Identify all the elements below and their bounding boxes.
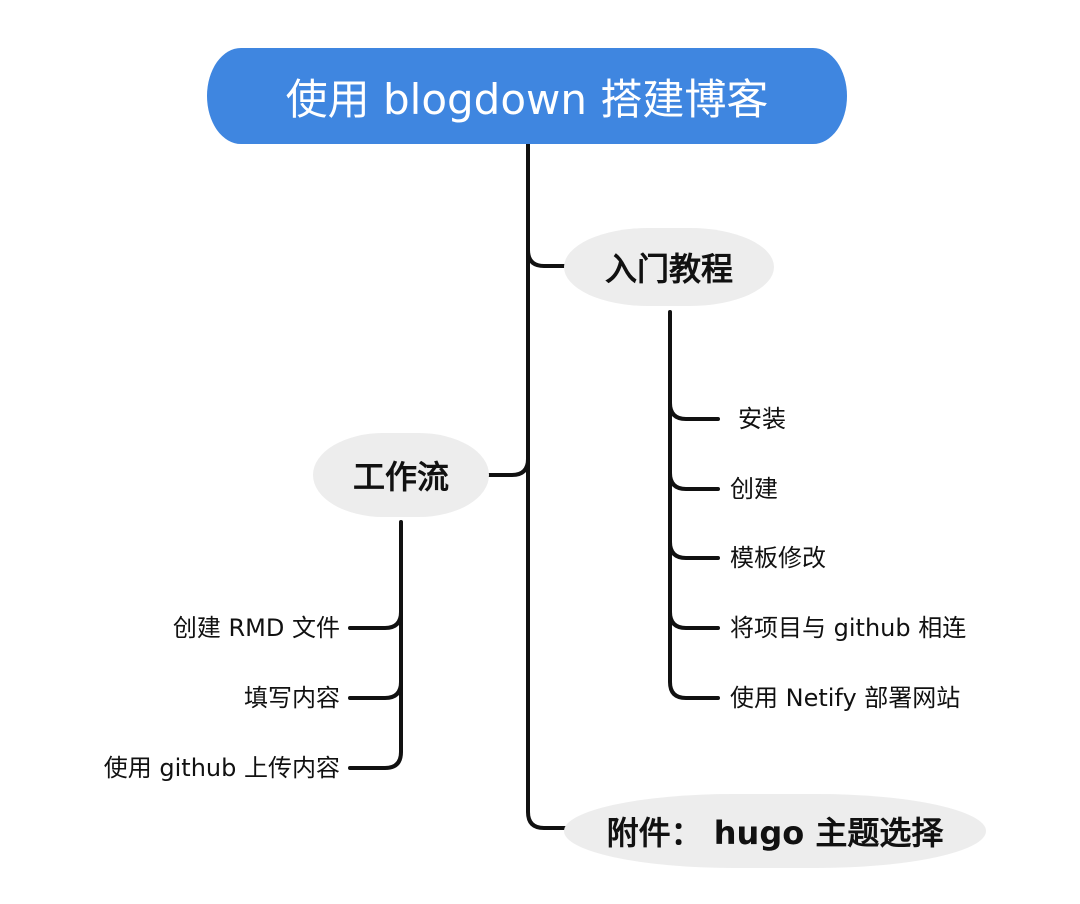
branch-intro-tutorial[interactable]: 入门教程 [564,228,774,306]
trunk-line [526,138,568,830]
leaf-upload-github[interactable]: 使用 github 上传内容 [103,754,340,782]
branch-workflow[interactable]: 工作流 [313,433,489,517]
connector-workflow [487,457,530,477]
leaf-fill-content[interactable]: 填写内容 [244,684,340,712]
leaf-link-github[interactable]: 将项目与 github 相连 [730,614,967,642]
intro-stem [668,310,720,700]
connector-template [668,540,720,560]
leaf-create-rmd[interactable]: 创建 RMD 文件 [172,614,340,642]
connector-rmd [348,610,403,630]
connector-create [668,471,720,491]
connector-install [668,401,720,421]
connector-fill-content [348,680,403,700]
leaf-template-edit[interactable]: 模板修改 [730,544,826,572]
leaf-deploy-netify[interactable]: 使用 Netify 部署网站 [730,684,961,712]
connector-intro [526,248,568,268]
workflow-stem [348,520,403,770]
leaf-install[interactable]: 安装 [738,405,786,433]
leaf-create[interactable]: 创建 [730,475,778,503]
connector-github-link [668,610,720,630]
root-topic[interactable]: 使用 blogdown 搭建博客 [207,48,847,144]
branch-appendix-hugo-themes[interactable]: 附件： hugo 主题选择 [564,794,986,868]
